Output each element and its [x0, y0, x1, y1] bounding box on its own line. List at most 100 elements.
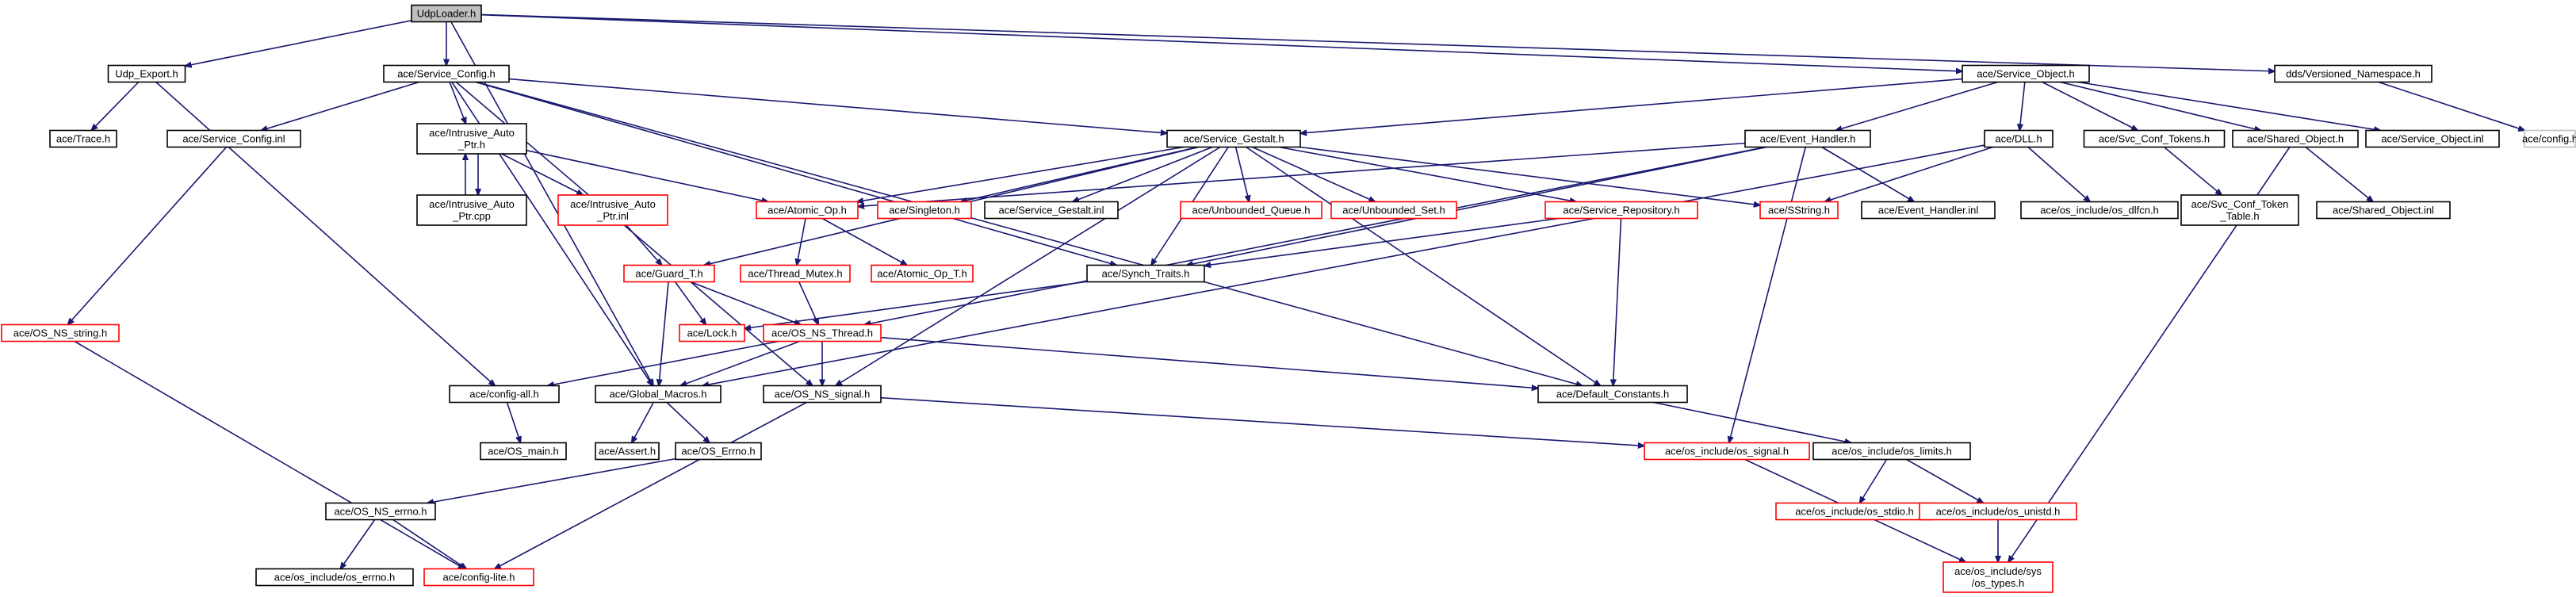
node-guard-t[interactable]: ace/Guard_T.h: [623, 264, 715, 283]
node-label: ace/os_include/os_limits.h: [1832, 446, 1952, 457]
node-config-h[interactable]: ace/config.h: [2522, 129, 2576, 148]
node-trace[interactable]: ace/Trace.h: [49, 129, 117, 148]
node-label: ace/os_include/sys: [1954, 565, 2042, 577]
node-versioned-ns[interactable]: dds/Versioned_Namespace.h: [2274, 64, 2432, 83]
node-intrusive-auto-ptr-inl[interactable]: ace/Intrusive_Auto_Ptr.inl: [557, 194, 668, 226]
node-label: ace/Svc_Conf_Tokens.h: [2099, 133, 2210, 145]
node-box: [595, 385, 722, 404]
node-os-ns-errno[interactable]: ace/OS_NS_errno.h: [325, 502, 436, 521]
node-os-dlfcn[interactable]: ace/os_include/os_dlfcn.h: [2020, 201, 2179, 220]
node-box: [763, 323, 882, 343]
node-label: dds/Versioned_Namespace.h: [2286, 68, 2421, 80]
node-box: [877, 201, 972, 220]
node-global-macros[interactable]: ace/Global_Macros.h: [595, 385, 722, 404]
node-assert[interactable]: ace/Assert.h: [595, 442, 660, 461]
node-shared-object[interactable]: ace/Shared_Object.h: [2232, 129, 2359, 148]
node-os-ns-thread[interactable]: ace/OS_NS_Thread.h: [763, 323, 882, 343]
node-box: [255, 568, 414, 587]
node-label: /os_types.h: [1972, 577, 2025, 589]
node-label: ace/Service_Object.inl: [2381, 133, 2483, 145]
node-dll[interactable]: ace/DLL.h: [1984, 129, 2054, 148]
node-label: ace/config-all.h: [469, 388, 538, 400]
node-os-ns-signal[interactable]: ace/OS_NS_signal.h: [763, 385, 882, 404]
node-box: [595, 442, 660, 461]
edge-intrusive_auto_ptr_h-to-atomic_op: [526, 149, 768, 202]
node-service-gestalt[interactable]: ace/Service_Gestalt.h: [1166, 129, 1301, 148]
node-service-object-inl[interactable]: ace/Service_Object.inl: [2365, 129, 2500, 148]
edge-udploader-to-udp_export: [186, 20, 412, 66]
node-label: ace/Event_Handler.inl: [1878, 205, 1979, 216]
node-thread-mutex[interactable]: ace/Thread_Mutex.h: [740, 264, 851, 283]
edge-intrusive_auto_ptr_h-to-intrusive_auto_ptr_inl: [501, 153, 584, 195]
node-box: [1919, 502, 2077, 521]
node-box: [1330, 201, 1457, 220]
node-service-repository[interactable]: ace/Service_Repository.h: [1544, 201, 1698, 220]
node-label: ace/Service_Gestalt.inl: [999, 205, 1104, 216]
node-intrusive-auto-ptr-cpp[interactable]: ace/Intrusive_Auto_Ptr.cpp: [416, 194, 527, 226]
node-sys-types[interactable]: ace/os_include/sys/os_types.h: [1943, 561, 2054, 593]
edge-udp_export-to-config_all: [155, 81, 496, 386]
edge-global_macros-to-os_errno_h: [666, 401, 710, 443]
node-synch-traits[interactable]: ace/Synch_Traits.h: [1086, 264, 1205, 283]
node-default-constants[interactable]: ace/Default_Constants.h: [1537, 385, 1688, 404]
edge-synch_traits-to-lock: [744, 281, 1088, 328]
node-config-lite[interactable]: ace/config-lite.h: [423, 568, 534, 587]
node-os-signal[interactable]: ace/os_include/os_signal.h: [1644, 442, 1810, 461]
node-label: ace/DLL.h: [1995, 133, 2042, 145]
edge-service_config-to-default_constants: [477, 81, 1583, 386]
node-intrusive-auto-ptr-h[interactable]: ace/Intrusive_Auto_Ptr.h: [416, 123, 527, 155]
node-svc-conf-token-table[interactable]: ace/Svc_Conf_Token_Table.h: [2180, 194, 2299, 226]
node-box: [480, 442, 567, 461]
node-event-handler[interactable]: ace/Event_Handler.h: [1744, 129, 1871, 148]
node-unbounded-set[interactable]: ace/Unbounded_Set.h: [1330, 201, 1457, 220]
node-box: [2524, 129, 2576, 148]
node-service-config[interactable]: ace/Service_Config.h: [383, 64, 510, 83]
node-box: [1544, 201, 1698, 220]
node-atomic-op[interactable]: ace/Atomic_Op.h: [756, 201, 859, 220]
node-box: [1744, 129, 1871, 148]
edge-os_ns_thread-to-config_all: [548, 340, 779, 386]
node-udp-export[interactable]: Udp_Export.h: [107, 64, 186, 83]
node-label: ace/Guard_T.h: [635, 268, 702, 280]
node-udploader[interactable]: UdpLoader.h: [411, 4, 482, 23]
node-lock[interactable]: ace/Lock.h: [679, 323, 745, 343]
node-svc-conf-tokens[interactable]: ace/Svc_Conf_Tokens.h: [2083, 129, 2226, 148]
node-box: [1180, 201, 1322, 220]
node-label: ace/Intrusive_Auto: [570, 198, 656, 210]
node-service-object[interactable]: ace/Service_Object.h: [1962, 64, 2090, 83]
node-shared-object-inl[interactable]: ace/Shared_Object.inl: [2316, 201, 2451, 220]
node-singleton[interactable]: ace/Singleton.h: [877, 201, 972, 220]
node-unbounded-queue[interactable]: ace/Unbounded_Queue.h: [1180, 201, 1322, 220]
node-label: ace/Lock.h: [687, 327, 737, 339]
node-box: [167, 129, 301, 148]
edge-service_object-to-service_object_inl: [2077, 81, 2381, 131]
node-os-ns-string[interactable]: ace/OS_NS_string.h: [1, 323, 120, 343]
node-os-errno-h[interactable]: ace/OS_Errno.h: [675, 442, 762, 461]
node-os-main[interactable]: ace/OS_main.h: [480, 442, 567, 461]
edge-service_object-to-svc_conf_tokens: [2042, 81, 2138, 131]
node-label: ace/OS_NS_string.h: [13, 327, 108, 339]
edge-service_repository-to-synch_traits: [1204, 217, 1560, 266]
node-box: [1812, 442, 1971, 461]
node-service-config-inl[interactable]: ace/Service_Config.inl: [167, 129, 301, 148]
edge-service_gestalt-to-os_ns_signal: [836, 146, 1221, 386]
edge-os_ns_thread-to-default_constants: [880, 336, 1538, 388]
node-sstring[interactable]: ace/SString.h: [1759, 201, 1839, 220]
node-box: [756, 201, 859, 220]
node-os-errno-inc[interactable]: ace/os_include/os_errno.h: [255, 568, 414, 587]
node-atomic-op-t[interactable]: ace/Atomic_Op_T.h: [871, 264, 974, 283]
node-label: ace/OS_main.h: [488, 446, 559, 457]
node-event-handler-inl[interactable]: ace/Event_Handler.inl: [1861, 201, 1996, 220]
edge-versioned_ns-to-config_h: [2378, 81, 2524, 131]
node-box: [2083, 129, 2226, 148]
node-os-unistd[interactable]: ace/os_include/os_unistd.h: [1919, 502, 2077, 521]
node-os-limits[interactable]: ace/os_include/os_limits.h: [1812, 442, 1971, 461]
node-box: [1644, 442, 1810, 461]
node-label: ace/Atomic_Op_T.h: [877, 268, 966, 280]
edge-os_errno_h-to-os_ns_errno: [427, 457, 676, 503]
node-os-stdio[interactable]: ace/os_include/os_stdio.h: [1775, 502, 1934, 521]
node-label: _Table.h: [2219, 210, 2259, 222]
edge-service_config-to-service_config_inl: [261, 81, 419, 131]
node-config-all[interactable]: ace/config-all.h: [449, 385, 560, 404]
node-service-gestalt-inl[interactable]: ace/Service_Gestalt.inl: [984, 201, 1119, 220]
